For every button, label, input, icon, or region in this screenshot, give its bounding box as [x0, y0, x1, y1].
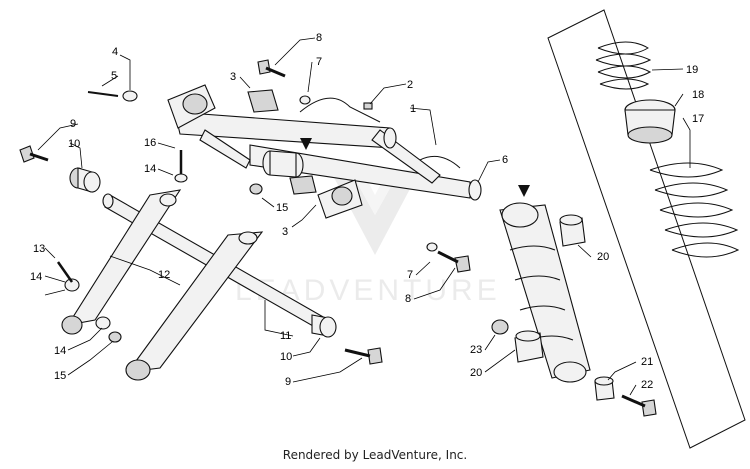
callout-7-lower: 7	[407, 269, 413, 281]
callout-3-upper: 3	[230, 71, 236, 83]
callout-4: 4	[112, 46, 118, 58]
bushing-upper-left	[69, 167, 101, 193]
swing-arm-frame	[174, 97, 482, 201]
callout-20-upper: 20	[597, 251, 609, 263]
callout-8-lower: 8	[405, 293, 411, 305]
nut-15-upper	[249, 183, 263, 195]
link-arm-right	[125, 231, 264, 381]
washer-top	[299, 95, 311, 105]
shock-assembly-panel	[547, 9, 746, 449]
nut-small	[363, 102, 373, 110]
callout-21: 21	[641, 356, 653, 368]
washer-middle	[426, 242, 438, 252]
callout-9-lower: 9	[285, 376, 291, 388]
callout-7-upper: 7	[316, 56, 322, 68]
callout-5: 5	[111, 70, 117, 82]
callout-19: 19	[686, 64, 698, 76]
callout-11: 11	[280, 330, 291, 342]
callout-20-lower: 20	[470, 367, 482, 379]
callout-23: 23	[470, 344, 482, 356]
leader-lines	[37, 37, 691, 396]
callout-13: 13	[33, 243, 45, 255]
bushing-lower-right	[311, 314, 337, 338]
clip-washer	[122, 90, 138, 102]
callout-2: 2	[407, 79, 413, 91]
spring-collar-18	[624, 99, 676, 144]
bolt-middle	[437, 250, 471, 273]
arrow-marker-upper	[300, 138, 312, 150]
washer-14-upper	[64, 278, 80, 292]
callout-14-upper: 14	[144, 163, 156, 175]
nut-15-lower	[108, 331, 122, 343]
pivot-bracket-upper	[167, 84, 279, 129]
callout-14-middle: 14	[30, 271, 42, 283]
callout-1: 1	[410, 103, 416, 115]
callout-22: 22	[641, 379, 653, 391]
callout-10-upper: 10	[68, 138, 80, 150]
pin	[87, 91, 119, 97]
callout-labels: 1 2 3 3 4 5 6 7 7 8 8 9 9 10 10 11 12 13…	[30, 32, 704, 391]
callout-8-upper: 8	[316, 32, 322, 44]
callout-14-lower: 14	[54, 345, 66, 357]
spring-17	[649, 162, 740, 258]
callout-16: 16	[144, 137, 156, 149]
callout-15-upper: 15	[276, 202, 288, 214]
shock-absorber	[499, 202, 591, 383]
arrow-marker-shock	[518, 185, 530, 197]
callout-10-lower: 10	[280, 351, 292, 363]
rendered-by-footer: Rendered by LeadVenture, Inc.	[282, 448, 468, 462]
bolt-upper-left	[19, 145, 49, 163]
shock-bushing-20-lower	[514, 330, 544, 363]
washer-16	[174, 173, 188, 183]
callout-12: 12	[158, 269, 170, 281]
bolt-shock-lower	[621, 394, 657, 417]
bolt-lower-right	[344, 347, 383, 365]
pivot-bracket-lower	[289, 175, 363, 219]
bolt-13	[56, 261, 74, 283]
callout-17: 17	[692, 113, 704, 125]
link-arm-left	[61, 189, 182, 335]
callout-3-lower: 3	[282, 226, 288, 238]
washer-14-lower	[95, 316, 111, 330]
shaft-collar	[262, 150, 304, 178]
spring-19	[595, 41, 652, 90]
callout-15-lower: 15	[54, 370, 66, 382]
callout-18: 18	[692, 89, 704, 101]
shock-bushing-21	[594, 376, 615, 401]
bolt-top	[257, 59, 286, 78]
shock-nut-23	[491, 319, 509, 335]
callout-9-upper: 9	[70, 118, 76, 130]
shock-bushing-20-upper	[559, 214, 586, 247]
callout-6: 6	[502, 154, 508, 166]
